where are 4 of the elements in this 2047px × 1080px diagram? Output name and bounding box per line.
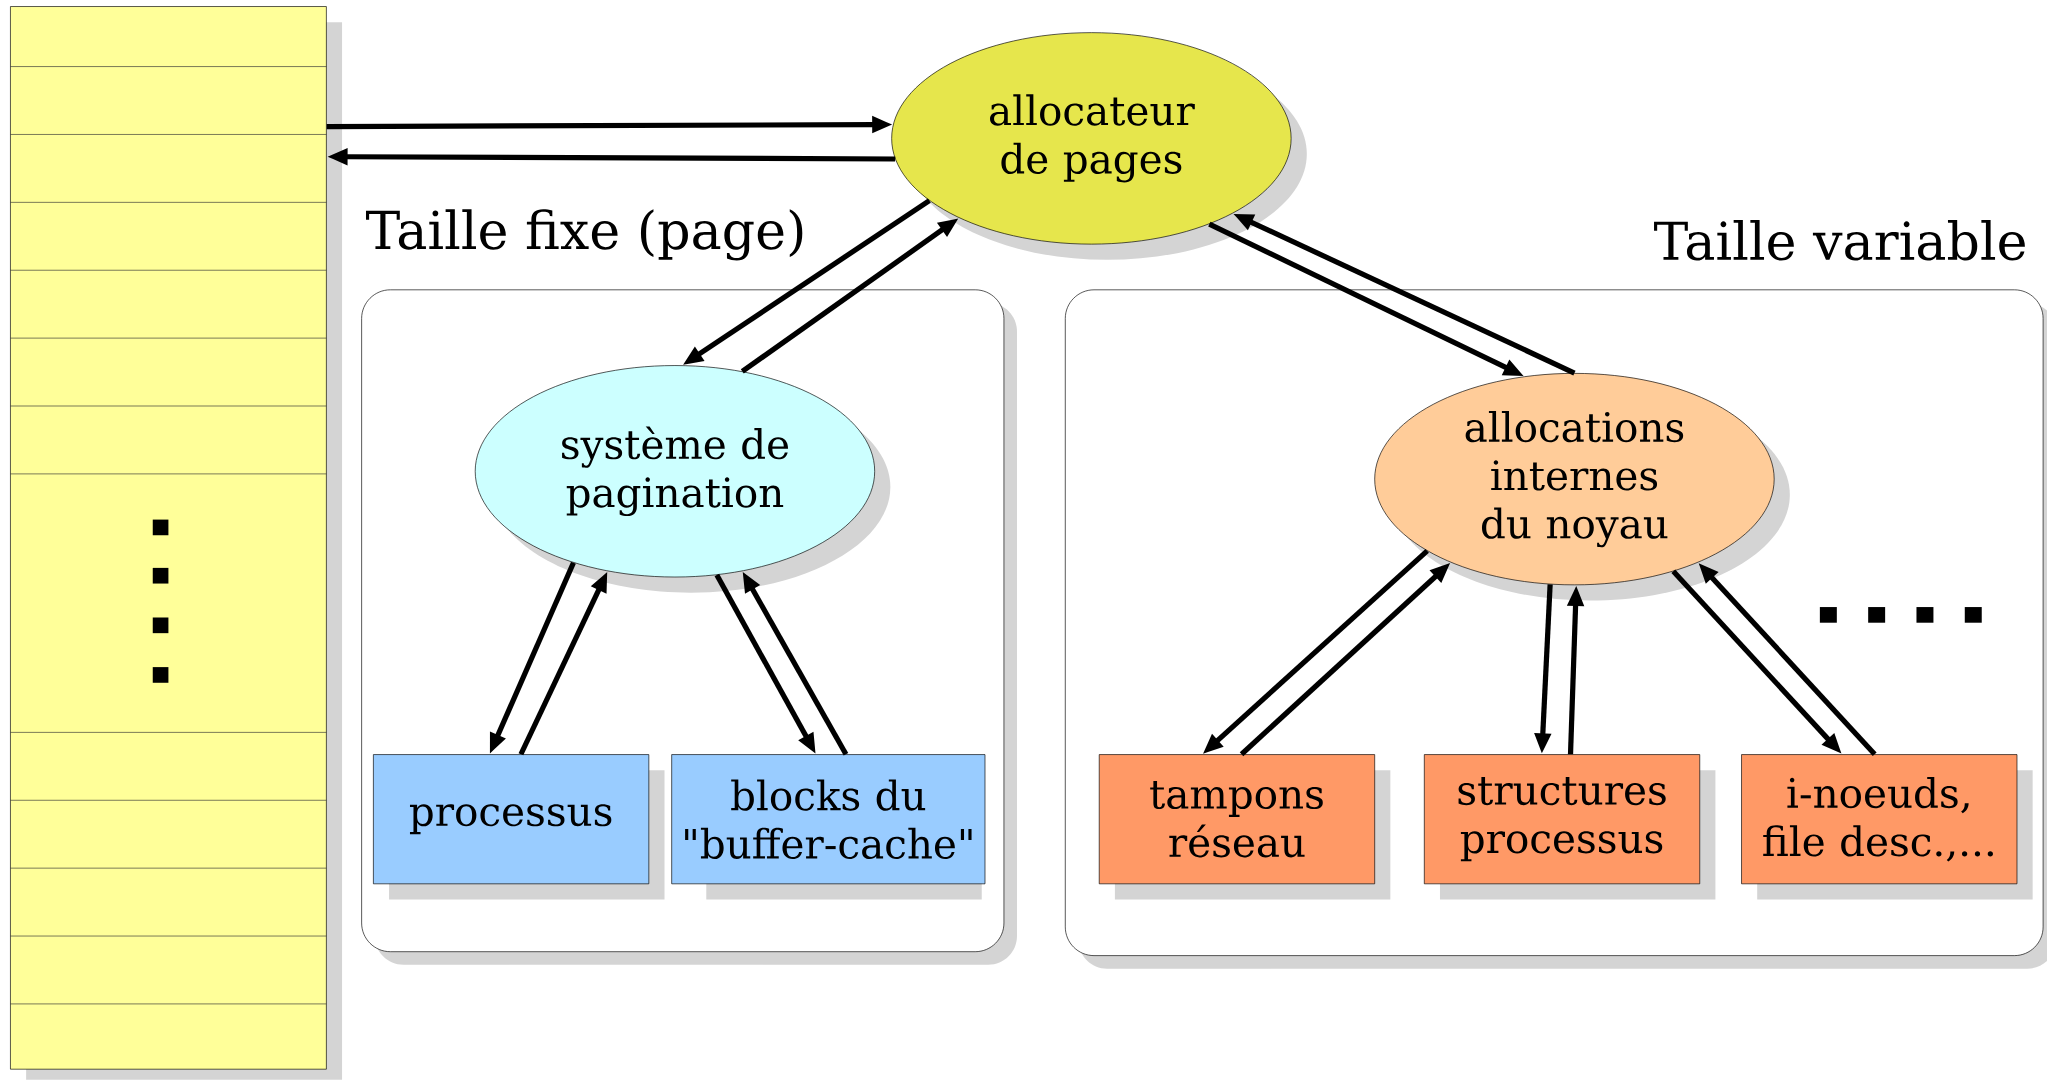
group-heading: Taille variable bbox=[1654, 220, 2025, 261]
ellipse-node: allocateur de pages bbox=[891, 32, 1307, 260]
memory-column bbox=[10, 6, 343, 1080]
group-heading: Taille fixe (page) bbox=[366, 209, 803, 261]
